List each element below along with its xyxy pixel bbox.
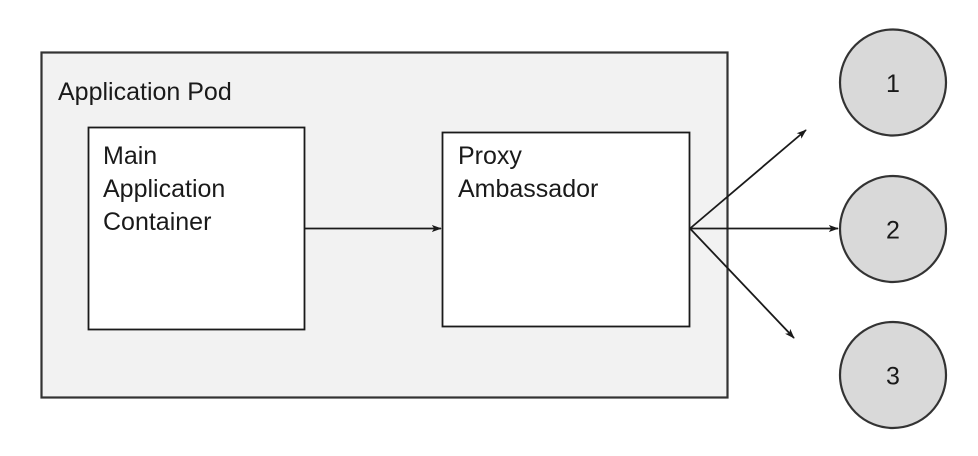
external-node-2-circle xyxy=(838,174,948,284)
main-application-container-box xyxy=(87,126,306,331)
proxy-ambassador-box xyxy=(441,131,691,328)
main-application-container-label-line3: Container xyxy=(103,208,211,236)
main-application-container-label-line2: Application xyxy=(103,175,225,203)
application-pod-title: Application Pod xyxy=(58,78,232,106)
external-node-3-circle xyxy=(838,320,948,430)
main-application-container-label-line1: Main xyxy=(103,142,157,170)
external-node-1-circle xyxy=(838,28,948,137)
external-node-1-label: 1 xyxy=(886,70,900,98)
external-node-2-label: 2 xyxy=(886,217,900,245)
connector-proxy-to-node-1 xyxy=(689,129,807,230)
proxy-ambassador-label-line2: Ambassador xyxy=(458,175,598,203)
connector-proxy-to-node-3 xyxy=(689,227,795,339)
external-node-3-label: 3 xyxy=(886,363,900,391)
proxy-ambassador-label-line1: Proxy xyxy=(458,142,522,170)
